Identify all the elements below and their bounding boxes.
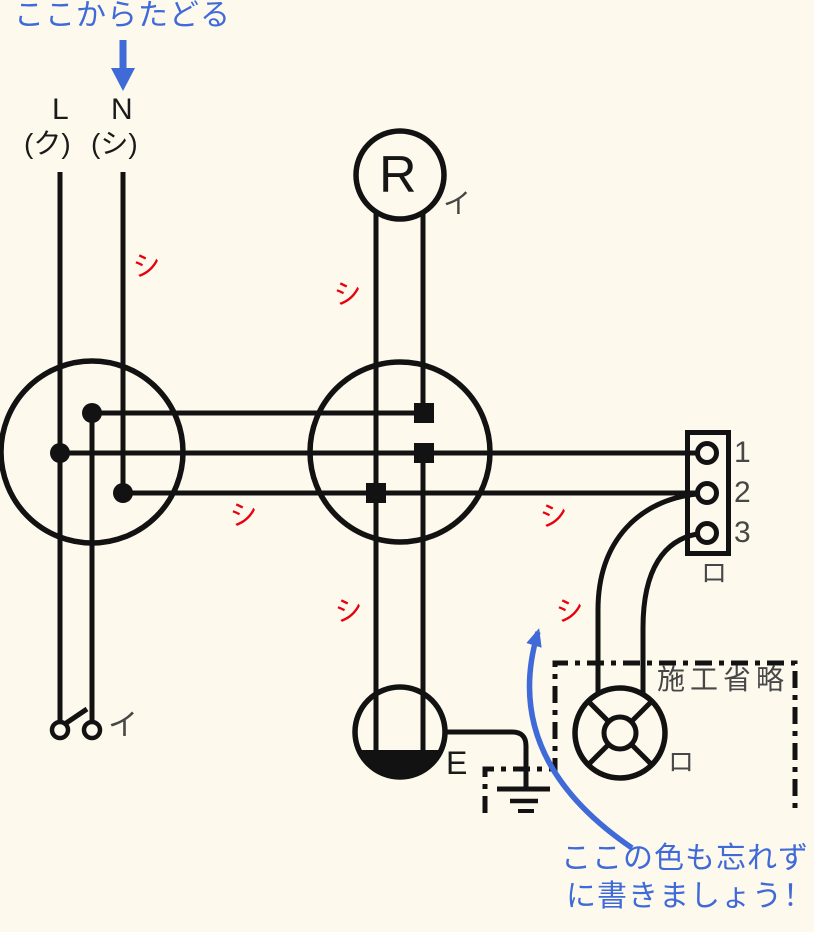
junction-dot	[50, 443, 70, 463]
lamp-receptacle-circle	[353, 128, 447, 222]
terminal-pin-3	[695, 521, 719, 545]
terminal-pin-number-1: 1	[734, 436, 751, 469]
connector-square	[414, 403, 434, 423]
color-note-line2: に書きましょう！	[566, 880, 814, 913]
junction-dot	[82, 403, 102, 423]
wire-color-mark: シ	[332, 593, 365, 628]
wire-color-mark: シ	[537, 498, 570, 533]
outlet-fill-segment	[358, 750, 442, 777]
trace-arrow-down	[111, 40, 135, 91]
outlet-circle	[352, 684, 448, 780]
rosette-circuit-label: ロ	[668, 747, 695, 777]
wire-terminal2-rosette	[595, 491, 698, 694]
wire-color-mark: シ	[227, 497, 260, 532]
ceiling-rosette	[572, 685, 668, 781]
color-note-arrow-curve	[526, 628, 634, 851]
earth-label: E	[446, 745, 468, 781]
switch-pole	[81, 719, 103, 741]
connector-square	[414, 443, 434, 463]
switch-lever	[64, 706, 89, 726]
junction-dot	[113, 483, 133, 503]
wire-color-mark: シ	[553, 593, 586, 628]
trace-hint-text: ここからたどる	[14, 0, 231, 32]
switch-circuit-label: イ	[108, 709, 138, 742]
construction-omitted-border	[482, 660, 798, 813]
terminal-pin-number-2: 2	[734, 476, 751, 509]
terminal-pin-1	[695, 441, 719, 465]
arrow-down-head	[111, 68, 135, 91]
live-terminal-label: L	[52, 93, 69, 126]
connector-square	[366, 483, 386, 503]
terminal-pin-number-3: 3	[734, 516, 751, 549]
switch-symbol	[49, 706, 103, 741]
wire-earth	[445, 729, 529, 788]
neutral-terminal-label: N	[111, 93, 133, 126]
neutral-wire-color-label: (シ)	[91, 128, 138, 159]
terminal-pin-2	[695, 481, 719, 505]
wire-color-mark: シ	[331, 276, 364, 311]
lamp-circuit-label: イ	[443, 188, 472, 219]
terminal-circuit-label: ロ	[701, 558, 728, 588]
junction-box-left	[0, 358, 186, 546]
junction-box-middle	[307, 359, 493, 545]
color-note-line1: ここの色も忘れず	[561, 842, 809, 875]
switch-pole	[49, 719, 71, 741]
terminal-block	[685, 430, 731, 556]
lamp-receptacle-symbol: R	[379, 146, 417, 204]
wire-color-mark: シ	[130, 248, 163, 283]
live-wire-color-label: (ク)	[24, 128, 71, 159]
construction-omitted-label: 施工省略	[657, 664, 790, 695]
earth-symbol	[497, 786, 550, 813]
